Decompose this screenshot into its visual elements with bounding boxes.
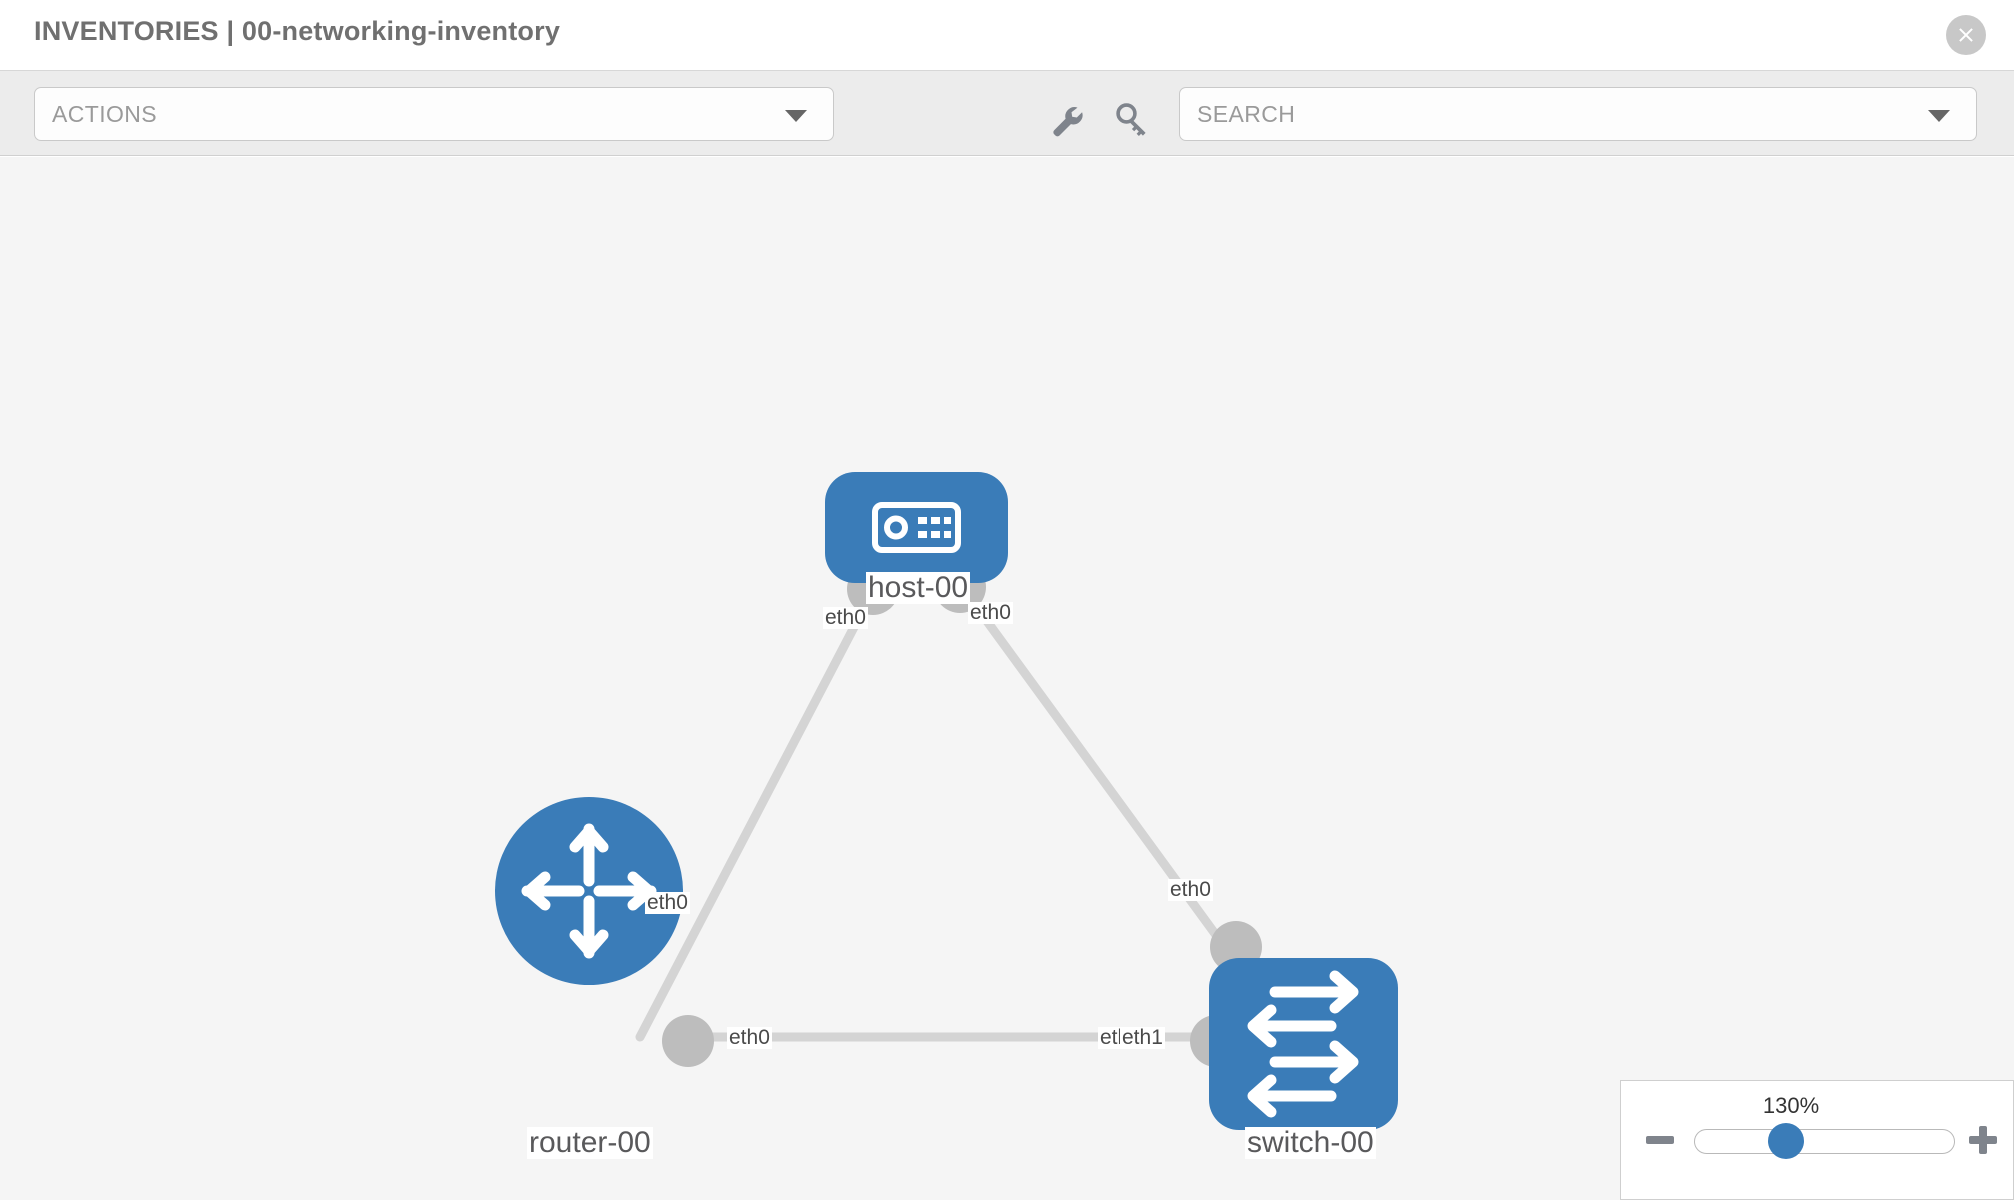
interface-label: eth0 [1168,878,1213,902]
page-header: INVENTORIES | 00-networking-inventory [0,0,2014,70]
interface-label: eth0 [645,891,690,915]
actions-dropdown[interactable]: ACTIONS [34,87,834,141]
key-icon[interactable] [1112,99,1152,139]
chevron-down-icon [785,110,807,122]
server-icon [872,502,961,553]
close-icon[interactable] [1946,15,1986,55]
toolbar: ACTIONS [0,70,2014,156]
topology-graph [495,472,1398,1130]
connector-router00-right [662,1015,714,1067]
node-host-00[interactable] [825,472,1008,583]
link-host00-router00 [635,582,880,1042]
chevron-down-icon[interactable] [1928,110,1950,122]
node-label-router-00: router-00 [527,1126,653,1159]
search-input[interactable] [1197,88,1897,140]
interface-label: eth1 [1120,1026,1165,1050]
interface-label: eth0 [727,1026,772,1050]
node-router-00[interactable] [495,797,683,985]
zoom-level-value: 130% [1762,1093,1820,1118]
node-label-host-00: host-00 [866,571,971,604]
topology-links [635,582,1237,1042]
minus-icon[interactable] [1643,1123,1677,1157]
actions-dropdown-label: ACTIONS [52,101,158,127]
zoom-slider-thumb[interactable] [1768,1123,1804,1159]
node-label-switch-00: switch-00 [1245,1126,1376,1159]
wrench-icon[interactable] [1046,99,1086,139]
plus-icon[interactable] [1966,1123,2000,1157]
interface-label: eth0 [823,606,868,630]
topology-canvas[interactable]: host-00 router-00 switch-00 eth0 eth0 et… [0,157,2014,1200]
switch-arrows-icon [1247,970,1359,1118]
link-host00-switch00 [957,582,1237,962]
node-switch-00[interactable] [1209,958,1398,1130]
interface-label: eth0 [968,601,1013,625]
zoom-slider-track[interactable] [1694,1129,1955,1154]
search-box[interactable] [1179,87,1977,141]
router-arrows-icon [521,823,657,959]
page-title: INVENTORIES | 00-networking-inventory [34,16,561,46]
zoom-control-panel: 130% [1620,1080,2014,1200]
